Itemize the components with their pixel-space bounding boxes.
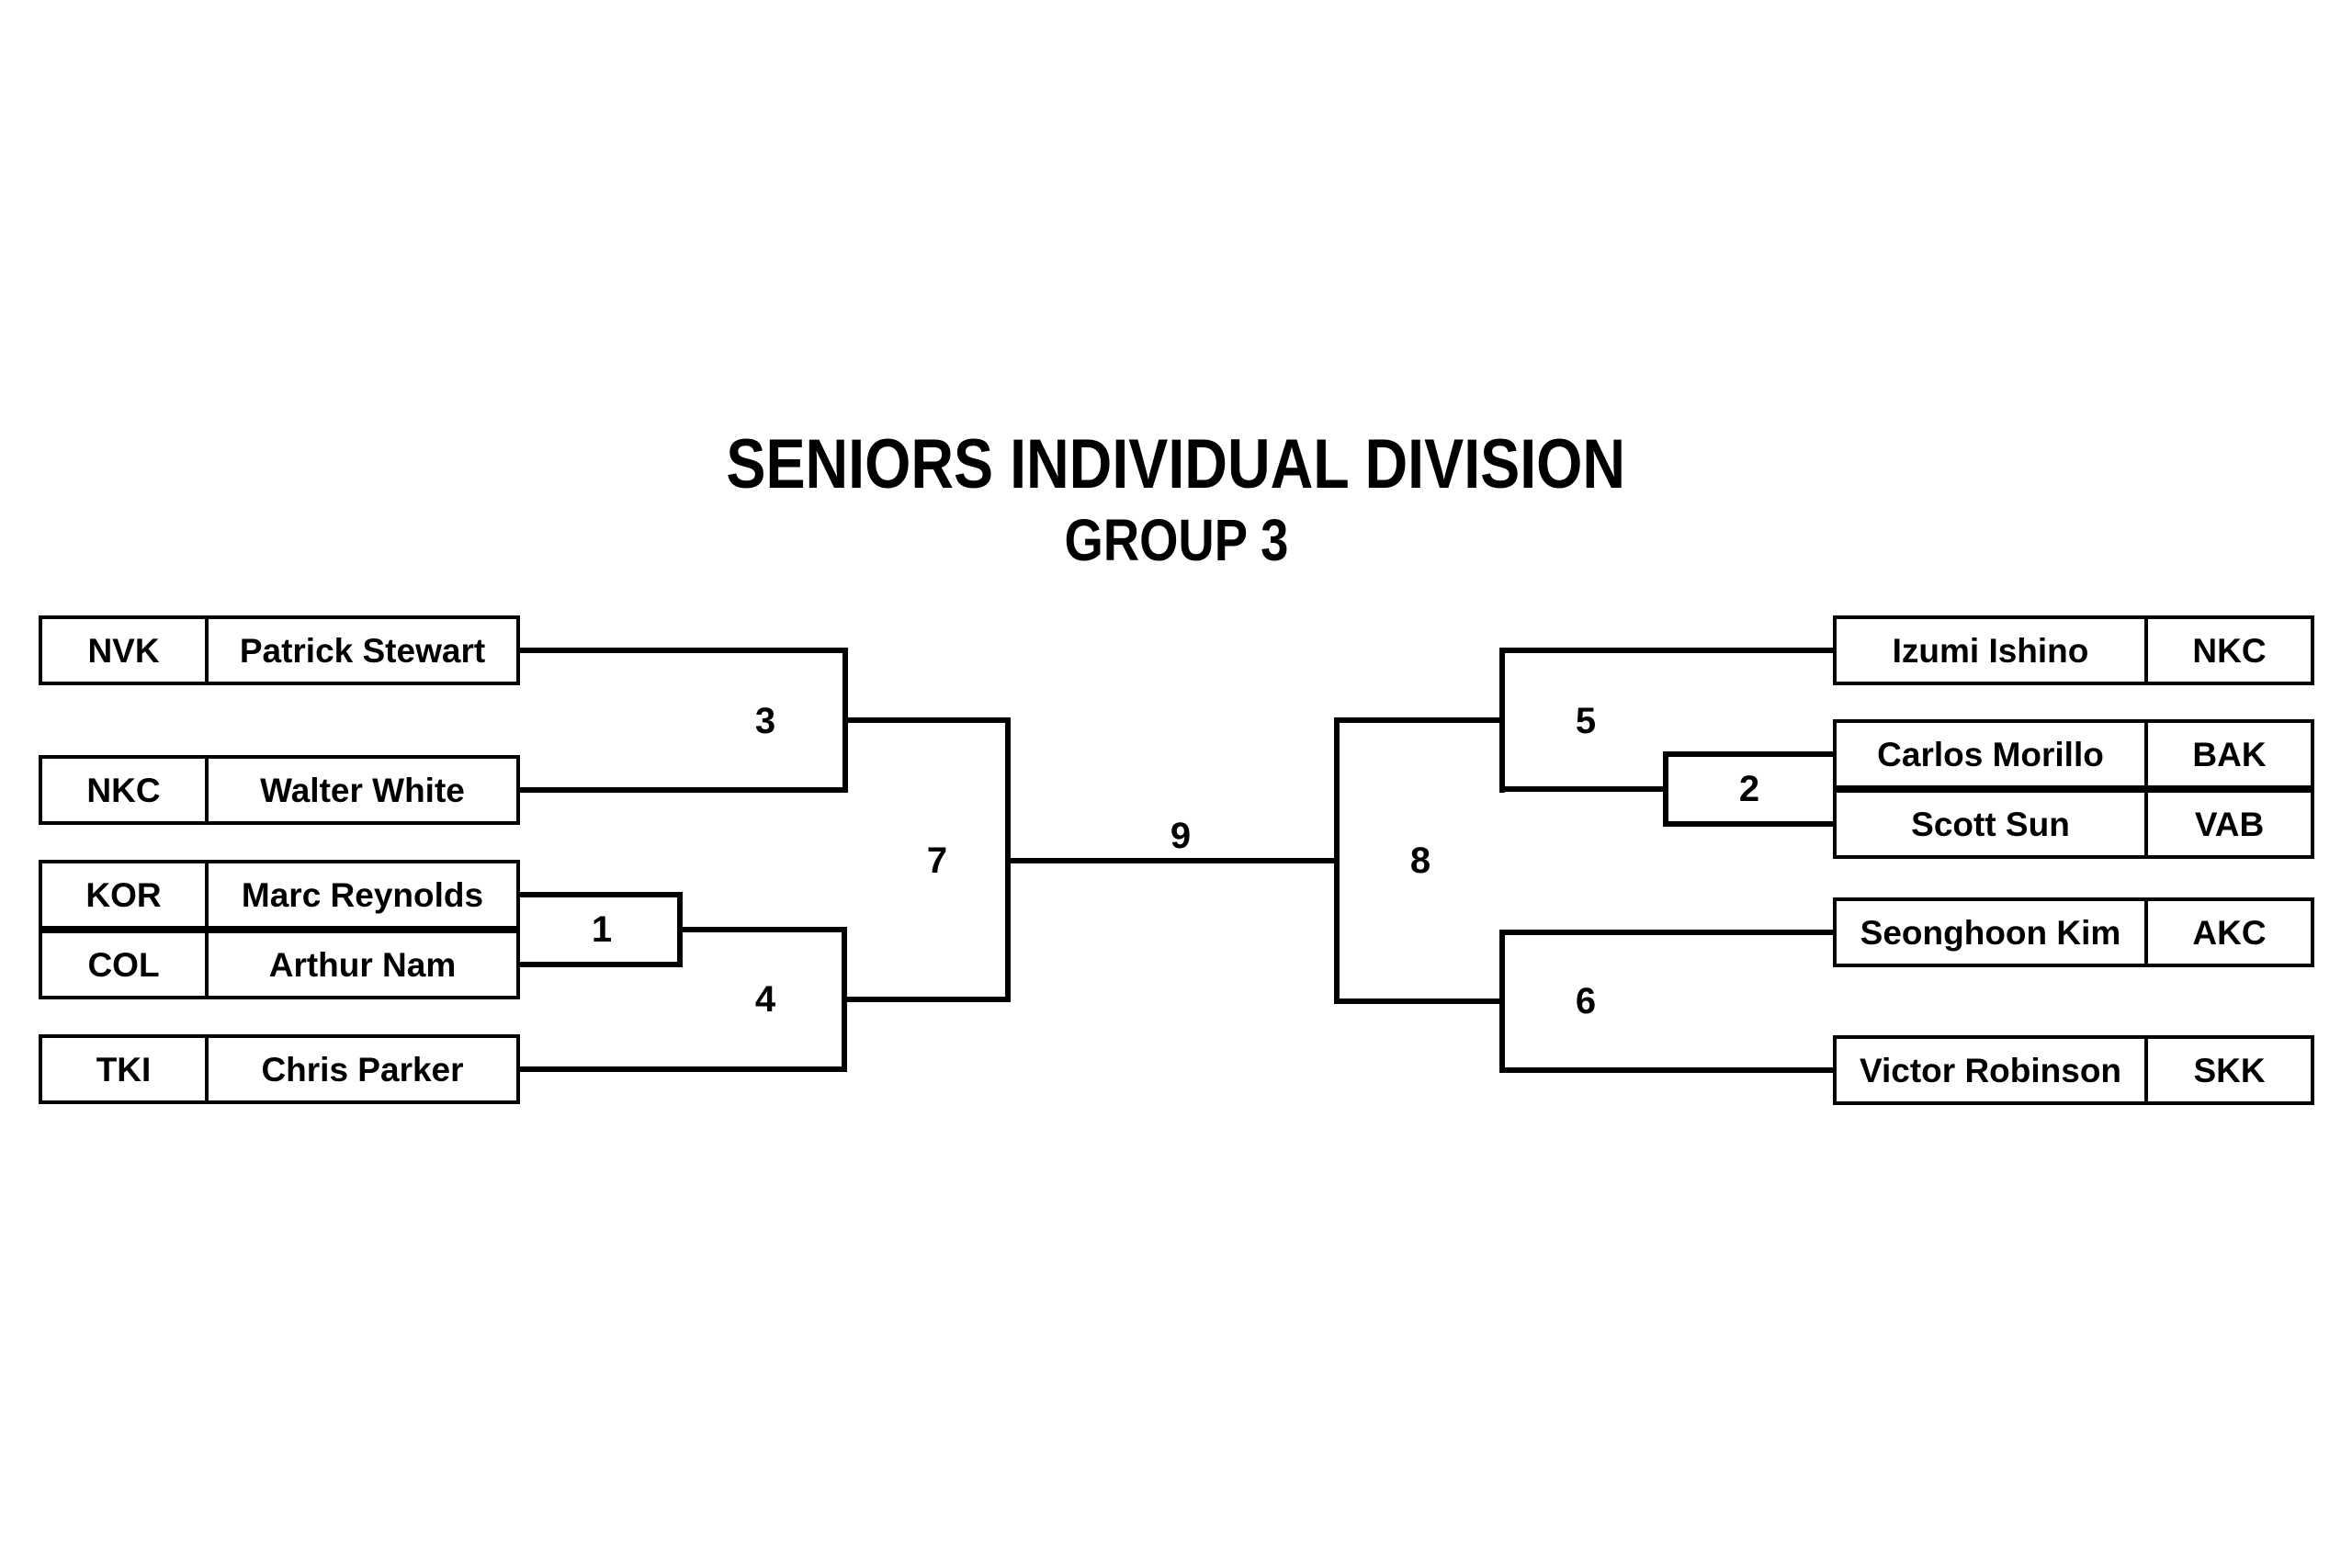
match-number-5: 5 (1575, 701, 1597, 741)
connector-line (1011, 858, 1337, 863)
connector-line (1666, 821, 1833, 827)
connector-line (842, 927, 847, 1072)
player-name: Chris Parker (261, 1050, 464, 1089)
club-code: TKI (42, 1038, 209, 1100)
connector-line (520, 648, 848, 653)
connector-line (848, 717, 1011, 723)
match-number-2: 2 (1738, 769, 1760, 809)
club-code: BAK (2192, 735, 2267, 773)
connector-line (1502, 786, 1666, 792)
page-subtitle: GROUP 3 (1064, 507, 1288, 573)
page-title: SENIORS INDIVIDUAL DIVISION (726, 425, 1626, 503)
player-name: Victor Robinson (1837, 1039, 2148, 1101)
player-name: Izumi Ishino (1837, 619, 2148, 682)
connector-line (677, 892, 683, 967)
entry-box-right-3: Scott Sun VAB (1833, 789, 2314, 859)
connector-line (520, 962, 683, 967)
player-name: Marc Reynolds (241, 875, 484, 914)
club-code: NKC (42, 759, 209, 821)
player-name: Seonghoon Kim (1837, 901, 2148, 964)
match-number-3: 3 (754, 701, 776, 741)
player-name: Walter White (260, 771, 465, 809)
match-number-9: 9 (1170, 816, 1192, 856)
club-code: NVK (42, 619, 209, 682)
match-number-1: 1 (591, 909, 613, 950)
entry-box-left-1: NVK Patrick Stewart (39, 615, 520, 685)
entry-box-left-4: COL Arthur Nam (39, 930, 520, 999)
entry-box-right-5: Victor Robinson SKK (1833, 1035, 2314, 1105)
connector-line (1499, 648, 1505, 793)
club-code: KOR (42, 863, 209, 926)
connector-line (1502, 648, 1833, 653)
connector-line (520, 1066, 847, 1072)
page-subtitle-row: GROUP 3 (0, 511, 2352, 570)
player-name: Arthur Nam (268, 945, 457, 984)
player-name: Patrick Stewart (239, 631, 486, 670)
connector-line (1502, 1067, 1833, 1073)
entry-box-right-1: Izumi Ishino NKC (1833, 615, 2314, 685)
connector-line (1005, 717, 1011, 1002)
match-number-7: 7 (926, 840, 948, 881)
entry-box-right-4: Seonghoon Kim AKC (1833, 897, 2314, 967)
match-number-8: 8 (1409, 840, 1431, 881)
connector-line (1663, 751, 1668, 827)
match-number-4: 4 (754, 979, 776, 1020)
club-code: SKK (2193, 1051, 2266, 1089)
club-code: AKC (2192, 913, 2267, 952)
player-name: Carlos Morillo (1837, 723, 2148, 785)
club-code: COL (42, 933, 209, 996)
connector-line (1337, 717, 1502, 723)
page-title-row: SENIORS INDIVIDUAL DIVISION (0, 430, 2352, 500)
entry-box-left-3: KOR Marc Reynolds (39, 860, 520, 930)
connector-line (683, 927, 847, 932)
player-name: Scott Sun (1837, 793, 2148, 855)
club-code: NKC (2192, 631, 2267, 670)
entry-box-left-2: NKC Walter White (39, 755, 520, 825)
connector-line (520, 787, 848, 793)
connector-line (1337, 998, 1502, 1004)
match-number-6: 6 (1575, 981, 1597, 1021)
entry-box-left-5: TKI Chris Parker (39, 1034, 520, 1104)
connector-line (1499, 930, 1505, 1073)
connector-line (847, 997, 1011, 1002)
club-code: VAB (2194, 805, 2265, 843)
connector-line (520, 892, 683, 897)
connector-line (1502, 930, 1833, 935)
connector-line (1666, 751, 1833, 757)
connector-line (842, 648, 848, 793)
connector-line (1334, 717, 1340, 1004)
entry-box-right-2: Carlos Morillo BAK (1833, 719, 2314, 789)
